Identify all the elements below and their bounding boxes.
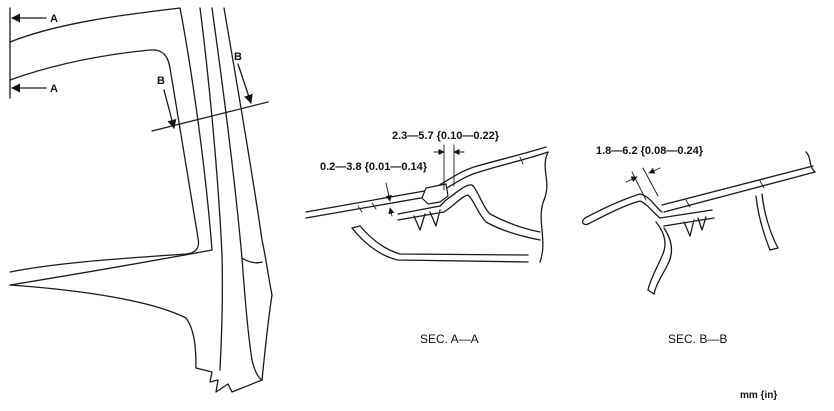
section-a-lower-panel (351, 227, 529, 263)
glass-outer-top-edge (9, 7, 181, 43)
pillar-line-3 (223, 7, 273, 296)
section-b-arrow-left (163, 89, 177, 129)
section-a-break-edge (539, 151, 549, 263)
section-b-bracket-end (769, 247, 779, 251)
pillar-lower-1 (219, 254, 224, 371)
section-b-label-left: B (157, 75, 165, 87)
section-a-clip-2 (429, 209, 441, 227)
section-b-glass-lower (661, 165, 814, 206)
section-a-a-drawing: 2.3—5.7 {0.10—0.22} 0.2—3.8 {0.01—0.14} … (305, 130, 549, 346)
units-note: mm {in} (740, 390, 777, 401)
section-b-arrow-right (237, 63, 253, 104)
hatch-b-1 (759, 180, 765, 189)
dim-a-side-arrow-1 (385, 182, 392, 202)
hatch-2 (371, 202, 377, 210)
section-b-molding-top (584, 193, 663, 219)
pillar-line-2 (211, 7, 263, 264)
section-b-molding-tip (582, 217, 589, 226)
dim-b-arrow-2 (648, 167, 661, 174)
section-a-lower-panel-2 (359, 225, 529, 256)
dim-b-arrow-1 (625, 176, 638, 183)
section-b-caption: SEC. B—B (668, 332, 727, 346)
dim-a-side-label: 0.2—3.8 {0.01—0.14} (320, 161, 428, 173)
dim-a-side-arrow-2 (388, 207, 395, 217)
section-a-body-panel (397, 184, 541, 233)
section-b-label-right: B (234, 51, 242, 63)
section-b-cut-line (151, 101, 269, 132)
section-b-body-end (647, 289, 655, 295)
section-a-clip-1 (413, 213, 426, 231)
glass-inner-edge (9, 49, 200, 273)
section-a-body-panel-inner (397, 194, 541, 241)
pillar-rear-edge (261, 294, 273, 381)
section-a-molding (421, 183, 449, 205)
section-b-bracket (755, 193, 779, 251)
glass-outer-edge (9, 7, 213, 286)
hatch-3 (519, 156, 524, 165)
dim-b-label: 1.8—6.2 {0.08—0.24} (596, 145, 704, 157)
section-a-lower-panel-end (351, 225, 361, 229)
section-b-clip-1 (683, 219, 695, 237)
dim-a-top-label: 2.3—5.7 {0.10—0.22} (392, 130, 500, 142)
hatch-b-2 (685, 199, 691, 208)
section-b-body-1 (647, 209, 713, 291)
section-b-glass-upper (663, 171, 816, 213)
hatch-1 (357, 205, 363, 213)
pillar-line-1 (199, 7, 223, 256)
pillar-lower-2 (241, 257, 263, 381)
section-a-label-bottom: A (50, 83, 58, 95)
windshield-corner-view: A A B B (9, 7, 273, 393)
section-a-label-top: A (50, 13, 58, 25)
broken-section-edge (195, 367, 263, 393)
section-b-body-2 (653, 217, 715, 295)
section-b-molding-bottom (587, 200, 661, 225)
section-b-clip-2 (697, 216, 707, 231)
dim-b-ext-2 (642, 167, 659, 197)
section-a-caption: SEC. A—A (420, 332, 479, 346)
section-b-glass-end (805, 151, 816, 173)
cowl-curve (9, 284, 197, 369)
section-b-b-drawing: 1.8—6.2 {0.08—0.24} SEC. B—B (582, 145, 816, 346)
